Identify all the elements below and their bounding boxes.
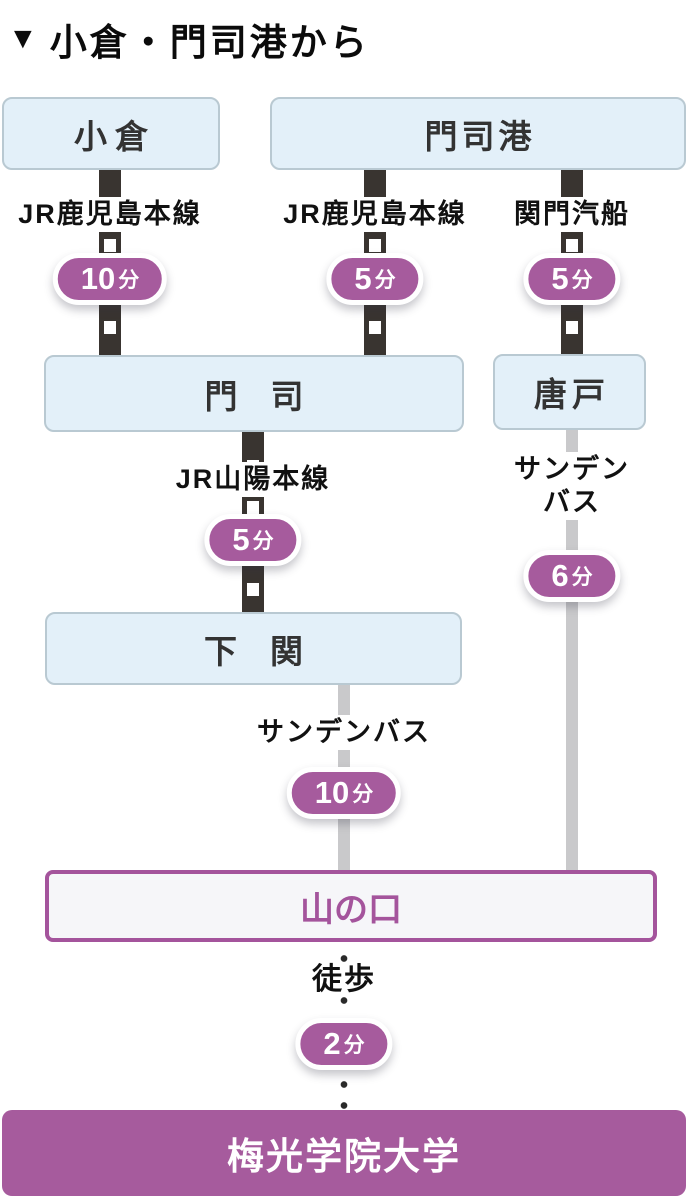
duration-unit: 分 — [571, 566, 593, 589]
station-label: 小倉 — [74, 117, 156, 155]
station-label: 梅光学院大学 — [227, 1136, 461, 1177]
duration-unit: 分 — [352, 783, 374, 806]
station-label: 門司港 — [424, 117, 536, 155]
duration-value: 5 — [232, 522, 250, 557]
page-title: ▼ 小倉・門司港から — [8, 12, 370, 66]
duration-value: 5 — [354, 261, 372, 296]
duration-value: 5 — [551, 261, 569, 296]
duration-badge-mojiko-karato: 5 分 — [523, 253, 621, 305]
duration-badge-moji-shimonoseki: 5 分 — [204, 514, 302, 566]
duration-unit: 分 — [118, 269, 140, 292]
line-label-row: サンデン — [514, 454, 630, 484]
line-label-kanmon-kisen: 関門汽船 — [506, 197, 638, 232]
duration-badge-karato-yamanokuchi: 6 分 — [523, 550, 621, 602]
duration-value: 10 — [80, 261, 116, 296]
station-label: 下 関 — [204, 632, 303, 670]
station-box-karato: 唐戸 — [493, 354, 646, 430]
triangle-marker-icon: ▼ — [8, 22, 38, 55]
station-label: 山の口 — [300, 890, 402, 929]
page-title-text: 小倉・門司港から — [49, 22, 370, 63]
duration-value: 2 — [323, 1026, 341, 1061]
duration-unit: 分 — [252, 530, 274, 553]
line-label-jr-kagoshima-1: JR鹿児島本線 — [10, 197, 210, 232]
station-box-kokura: 小倉 — [2, 97, 220, 170]
duration-badge-shimonoseki-yamanokuchi: 10 分 — [286, 767, 402, 819]
duration-badge-mojiko-moji: 5 分 — [326, 253, 424, 305]
duration-value: 10 — [314, 775, 350, 810]
line-label-jr-sanyo: JR山陽本線 — [167, 462, 339, 497]
duration-unit: 分 — [343, 1034, 365, 1057]
duration-badge-kokura-moji: 10 分 — [52, 253, 168, 305]
station-box-shimonoseki: 下 関 — [45, 612, 462, 685]
duration-unit: 分 — [374, 269, 396, 292]
line-label-walk: 徒歩 — [304, 962, 384, 997]
destination-box-university: 梅光学院大学 — [2, 1110, 686, 1196]
duration-value: 6 — [551, 558, 569, 593]
station-label: 門 司 — [204, 377, 304, 415]
line-label-row: バス — [543, 487, 601, 517]
station-label: 唐戸 — [534, 376, 610, 413]
station-box-mojiko: 門司港 — [270, 97, 686, 170]
bus-line-karato-yamanokuchi — [566, 430, 578, 870]
line-label-jr-kagoshima-2: JR鹿児島本線 — [275, 197, 475, 232]
line-label-sanden-bus-shimonoseki: サンデンバス — [249, 715, 439, 750]
station-box-yamanokuchi: 山の口 — [45, 870, 657, 942]
line-label-sanden-bus-karato: サンデン バス — [506, 452, 638, 520]
station-box-moji: 門 司 — [44, 355, 464, 432]
duration-badge-yamanokuchi-university: 2 分 — [295, 1018, 393, 1070]
duration-unit: 分 — [571, 269, 593, 292]
